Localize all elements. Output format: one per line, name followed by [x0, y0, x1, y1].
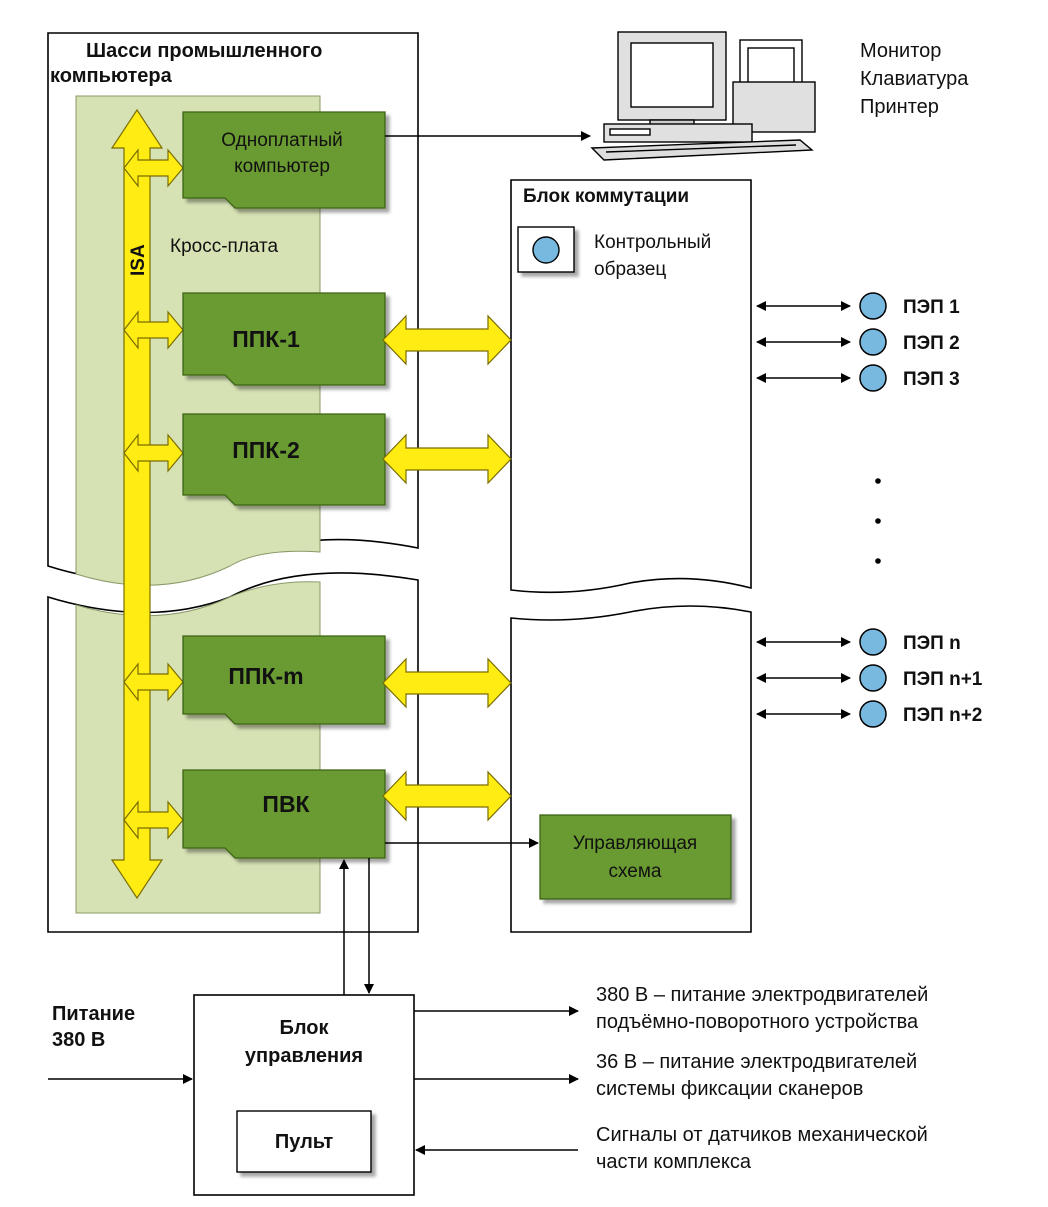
board-pvk-label: ПВК	[262, 791, 310, 817]
power-line2: 380 В	[52, 1029, 105, 1051]
control-circuit-line2: схема	[609, 861, 662, 882]
output-380-line1: 380 В – питание электродвигателей	[596, 984, 928, 1006]
sensor-n1-label: ПЭП n+1	[903, 669, 983, 690]
control-circuit-box	[539, 814, 732, 900]
reference-sample-line2: образец	[594, 259, 666, 280]
panel-box	[236, 1110, 372, 1173]
board-ppk1	[182, 292, 386, 386]
output-36-line2: системы фиксации сканеров	[596, 1078, 863, 1100]
sensor-2-label: ПЭП 2	[903, 333, 960, 354]
output-380-line2: подъёмно-поворотного устройства	[596, 1011, 919, 1033]
board-pvk	[182, 769, 386, 859]
output-36-line1: 36 В – питание электродвигателей	[596, 1051, 917, 1073]
backplane-label: Кросс-плата	[170, 236, 279, 257]
sensor-2-icon	[859, 328, 887, 356]
peripheral-monitor: Монитор	[860, 40, 941, 62]
computer-icon	[590, 31, 816, 161]
sensor-icons	[859, 292, 887, 728]
peripheral-printer: Принтер	[860, 96, 939, 118]
board-sbc-line2: компьютер	[234, 156, 330, 177]
chassis-title-line1: Шасси промышленного	[86, 40, 322, 62]
isa-bus-arrow	[110, 108, 164, 900]
sensor-3-label: ПЭП 3	[903, 369, 960, 390]
peripheral-keyboard: Клавиатура	[860, 68, 969, 90]
control-circuit-line1: Управляющая	[573, 833, 697, 854]
board-ppk2-label: ППК-2	[232, 437, 300, 463]
sensor-n2-icon	[859, 700, 887, 728]
panel-label: Пульт	[275, 1131, 333, 1153]
board-ppk2	[182, 413, 386, 506]
sensor-n-icon	[859, 628, 887, 656]
sensor-signals-line1: Сигналы от датчиков механической	[596, 1124, 928, 1146]
switch-unit-title: Блок коммутации	[523, 186, 689, 207]
chassis-title-line2: компьютера	[50, 65, 173, 87]
sensor-n-label: ПЭП n	[903, 633, 961, 654]
board-sbc	[182, 111, 386, 209]
sensor-n1-icon	[859, 664, 887, 692]
sensor-3-icon	[859, 364, 887, 392]
sensor-1-label: ПЭП 1	[903, 297, 960, 318]
board-ppkm-label: ППК-m	[228, 663, 303, 689]
control-unit-title-line2: управления	[245, 1045, 363, 1067]
sensor-links	[756, 301, 851, 719]
ellipsis-dots	[875, 478, 881, 564]
isa-bus-label: ISA	[128, 244, 149, 276]
board-sbc-line1: Одноплатный	[221, 130, 343, 151]
sensor-1-icon	[859, 292, 887, 320]
reference-sample-sensor-icon	[532, 236, 560, 264]
reference-sample-line1: Контрольный	[594, 232, 711, 253]
board-switch-links	[382, 314, 512, 822]
board-ppk1-label: ППК-1	[232, 326, 300, 352]
power-line1: Питание	[52, 1003, 135, 1025]
board-ppkm	[182, 635, 386, 725]
control-unit-title-line1: Блок	[279, 1017, 329, 1039]
sensor-n2-label: ПЭП n+2	[903, 705, 982, 726]
sensor-signals-line2: части комплекса	[596, 1151, 752, 1173]
